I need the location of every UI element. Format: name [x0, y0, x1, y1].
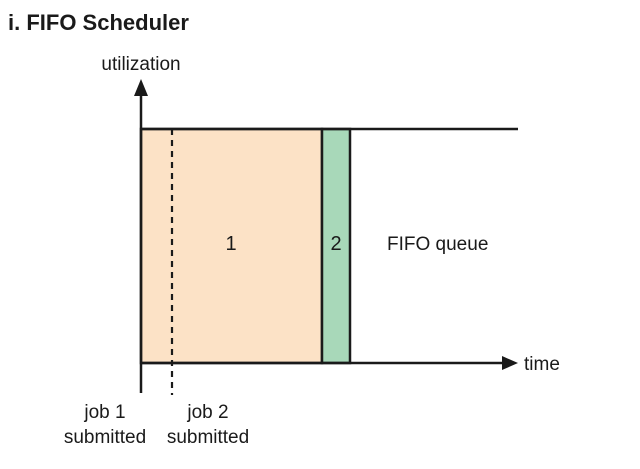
- x-axis-label: time: [524, 354, 560, 375]
- job-2-label: 2: [330, 233, 341, 255]
- job-2-submitted-line1: job 2: [186, 402, 228, 423]
- x-axis-arrow-icon: [502, 356, 518, 370]
- fifo-queue-label: FIFO queue: [387, 234, 488, 255]
- y-axis-label: utilization: [101, 54, 180, 75]
- job-2-submitted-line2: submitted: [167, 427, 249, 448]
- job-1-submitted-line2: submitted: [64, 427, 146, 448]
- diagram-title: i. FIFO Scheduler: [8, 10, 189, 35]
- y-axis-arrow-icon: [134, 79, 148, 96]
- job-1-submitted-line1: job 1: [83, 402, 125, 423]
- job-1-label: 1: [225, 233, 236, 255]
